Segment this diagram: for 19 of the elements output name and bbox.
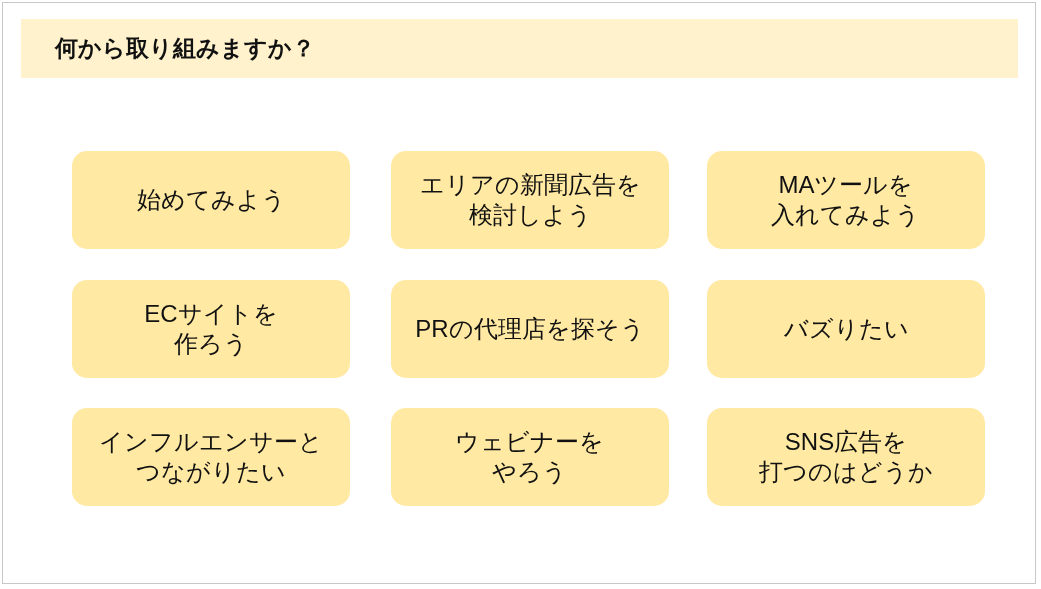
card-text: ウェビナーをやろう (454, 427, 606, 487)
option-card (72, 408, 350, 506)
option-card (72, 280, 350, 378)
option-card (391, 151, 669, 249)
title: 何から取り組みますか？ (55, 34, 315, 62)
option-card (391, 280, 669, 378)
option-card (707, 408, 985, 506)
card-text: PRの代理店を探そう (415, 314, 645, 344)
card-text: インフルエンサーとつながりたい (98, 427, 324, 487)
card-text: MAツールを入れてみよう (770, 170, 922, 230)
option-card (707, 151, 985, 249)
card-text: 始めてみよう (136, 185, 286, 215)
card-text: ECサイトを作ろう (143, 299, 279, 359)
option-card (707, 280, 985, 378)
option-card (72, 151, 350, 249)
card-text: エリアの新聞広告を検討しよう (418, 170, 642, 230)
option-card (391, 408, 669, 506)
card-text: バズりたい (783, 314, 909, 344)
card-text: SNS広告を打つのはどうか (758, 427, 934, 487)
